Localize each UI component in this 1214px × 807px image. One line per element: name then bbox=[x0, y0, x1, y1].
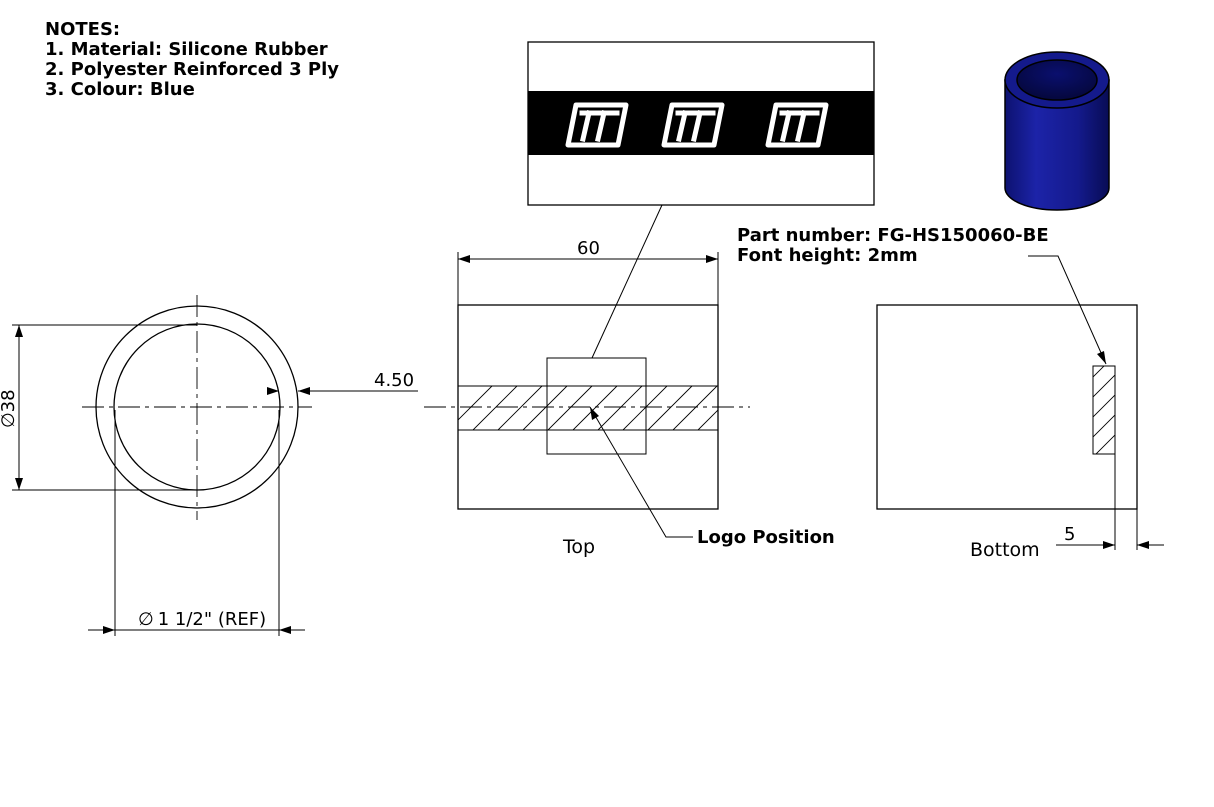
notes-heading: NOTES: bbox=[45, 19, 121, 40]
logo-band-hatch bbox=[458, 386, 718, 430]
bottom-view: Part number: FG-HS150060-BE Font height:… bbox=[737, 225, 1164, 561]
end-view: ∅38 4.50 ∅1 1/2" (REF) bbox=[0, 295, 418, 636]
outer-diameter-dimension: ∅38 bbox=[0, 389, 19, 428]
part-number-hatch bbox=[1093, 366, 1115, 454]
bore-dimension: ∅1 1/2" (REF) bbox=[138, 609, 266, 630]
logo-position-leader bbox=[589, 406, 693, 538]
bottom-view-label: Bottom bbox=[970, 539, 1040, 561]
font-height-label: Font height: 2mm bbox=[737, 245, 918, 266]
part-number-leader bbox=[1028, 255, 1107, 365]
text-offset-dimension: 5 bbox=[1064, 524, 1075, 545]
logo-position-label: Logo Position bbox=[697, 527, 835, 548]
hose-3d-icon bbox=[1004, 51, 1110, 211]
logo-detail-view bbox=[527, 41, 875, 359]
part-number-label: Part number: FG-HS150060-BE bbox=[737, 225, 1049, 246]
wall-thickness-dimension: 4.50 bbox=[374, 370, 414, 391]
note-item: 3. Colour: Blue bbox=[45, 79, 195, 100]
detail-leader bbox=[591, 204, 663, 359]
part-number-strip bbox=[1092, 365, 1116, 455]
notes-block: NOTES: 1. Material: Silicone Rubber 2. P… bbox=[45, 20, 339, 100]
length-dimension: 60 bbox=[577, 238, 600, 259]
note-item: 1. Material: Silicone Rubber bbox=[45, 39, 328, 60]
note-item: 2. Polyester Reinforced 3 Ply bbox=[45, 59, 340, 80]
top-view: 60 Logo Position Top bbox=[424, 238, 835, 558]
top-view-label: Top bbox=[562, 536, 595, 558]
